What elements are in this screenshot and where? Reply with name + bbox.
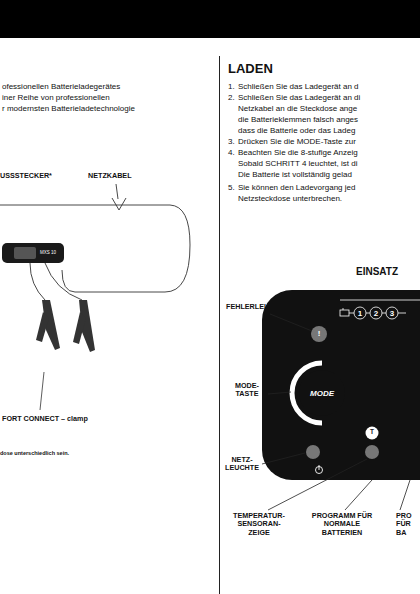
panel-symbol: 3 — [386, 309, 398, 318]
power-symbol — [316, 465, 323, 474]
part-label: NETZKABEL — [88, 172, 132, 180]
callout-label: PROGRAMM FÜR NORMALE BATTERIEN — [306, 512, 378, 537]
step-text: Netzsteckdose unterbrechen. — [238, 194, 342, 203]
mode-button: MODE — [299, 370, 345, 416]
leader-lines — [262, 314, 410, 510]
leader-line — [40, 372, 44, 410]
step-text: Beachten Sie die 8-stufige Anzeig — [238, 148, 358, 157]
step-text: Die Batterie ist vollständig gelad — [238, 170, 352, 179]
footnote: dose unterschiedlich sein. — [0, 450, 69, 456]
power-cable — [0, 184, 190, 292]
step-text: Sobald SCHRITT 4 leuchtet, ist di — [238, 159, 357, 168]
clamp-cables — [30, 263, 82, 300]
section-heading: LADEN — [228, 62, 273, 77]
step-text: 3. — [228, 137, 235, 146]
control-panel — [262, 290, 420, 480]
top-bar — [0, 0, 420, 38]
intro-text: r modernsten Batterieladetechnologie — [2, 104, 135, 113]
step-text: Drücken Sie die MODE-Taste zur — [238, 137, 356, 146]
intro-text: ofessionellen Batterieladegerätes — [2, 82, 120, 91]
brand-text: MXS 10 — [40, 250, 56, 255]
temp-badge — [366, 427, 379, 440]
intro-text: iner Reihe von professionellen — [2, 93, 110, 102]
step-text: 1. — [228, 82, 235, 91]
panel-symbol: 1 — [354, 309, 366, 318]
clamps — [36, 300, 95, 352]
part-label: USSSTECKER* — [0, 172, 52, 180]
charger — [2, 243, 64, 263]
step-text: 2. — [228, 93, 235, 102]
power-led — [306, 445, 320, 459]
step-text: Schließen Sie das Ladegerät an di — [238, 93, 360, 102]
step-text: Sie können den Ladevorgang jed — [238, 183, 355, 192]
step-text: 4. — [228, 148, 235, 157]
part-label: FORT CONNECT – clamp — [2, 415, 88, 423]
callout-label: NETZ- LEUCHTE — [220, 456, 264, 473]
callout-label: MODE- TASTE — [226, 382, 268, 399]
section-heading: EINSATZ — [356, 266, 398, 278]
panel-symbol: ! — [313, 329, 325, 338]
step-text: Netzkabel an die Steckdose ange — [238, 104, 357, 113]
temp-led — [365, 445, 379, 459]
callout-label: TEMPERATUR- SENSORAN- ZEIGE — [226, 512, 292, 537]
error-led — [311, 326, 327, 342]
column-divider — [219, 56, 220, 594]
step-text: dass die Batterie oder das Ladeg — [238, 126, 355, 135]
callout-label: PRO FÜR BA — [396, 512, 418, 537]
button-label: MODE — [310, 389, 334, 398]
stage-row — [340, 300, 420, 319]
panel-symbol: T — [366, 428, 378, 435]
step-text: Schließen Sie das Ladegerät an d — [238, 82, 359, 91]
step-text: die Batterieklemmen falsch anges — [238, 115, 358, 124]
callout-label: FEHLERLEUCHTE — [226, 303, 289, 311]
panel-symbol: 2 — [370, 309, 382, 318]
step-text: 5. — [228, 183, 235, 192]
